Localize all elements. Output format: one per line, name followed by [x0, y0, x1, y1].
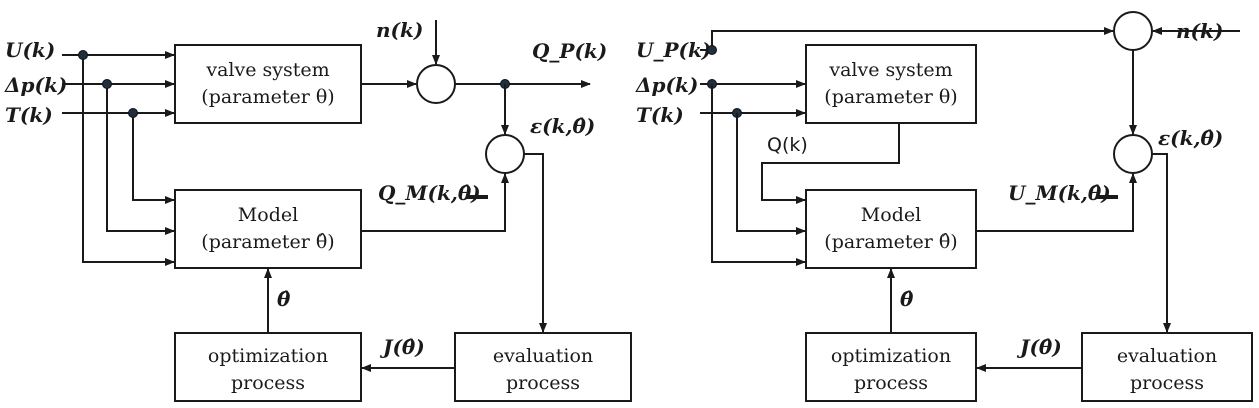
right-error-sum-junction: [1113, 134, 1153, 174]
right-dp-to-model: [711, 84, 806, 266]
right-noise-sum-junction: [1113, 11, 1153, 51]
right-evaluation-block: [1081, 332, 1253, 402]
left-error-label: ε(k,θ̂): [530, 114, 595, 138]
left-model-block-line2: (parameter θ̂): [201, 231, 334, 253]
right-flow-to-model: [761, 123, 900, 204]
right-optimization-line2: process: [854, 372, 928, 394]
left-model-block-line1: Model: [238, 204, 298, 226]
right-valve-block-line1: valve system: [828, 59, 952, 81]
left-diagram: valve system (parameter θ) Model (parame…: [4, 18, 632, 402]
right-input-t: T(k): [636, 103, 684, 127]
left-input-t: T(k): [5, 103, 53, 127]
left-evaluation-line2: process: [506, 372, 580, 394]
left-model-output-arrow: [361, 173, 509, 232]
left-evaluation-block: [454, 332, 632, 402]
right-model-output-arrow: [976, 173, 1137, 232]
left-error-to-evaluation-arrow: [524, 153, 547, 333]
right-up-junction-dot: [707, 45, 717, 55]
right-flow-label: Q(k): [767, 134, 808, 156]
left-valve-block-line2: (parameter θ): [201, 86, 334, 108]
right-model-block-line1: Model: [861, 204, 921, 226]
right-optimization-line1: optimization: [831, 345, 951, 367]
left-t-junction-dot: [128, 108, 138, 118]
left-optimization-line1: optimization: [208, 345, 328, 367]
right-input-dp: Δp(k): [635, 73, 698, 97]
left-cost-label: J(θ̂): [379, 335, 425, 359]
right-up-to-noise-junction: [711, 27, 1114, 50]
right-valve-system-block: [805, 44, 977, 124]
left-output-label: Q_P(k): [532, 39, 607, 63]
right-input-up: U_P(k): [636, 38, 711, 62]
right-theta-label: θ̂: [900, 287, 914, 311]
left-theta-label: θ̂: [277, 287, 291, 311]
left-valve-system-block: [174, 44, 362, 124]
right-evaluation-line1: evaluation: [1117, 345, 1217, 367]
left-evaluation-line1: evaluation: [493, 345, 593, 367]
right-model-output-label: U_M(k,θ̂): [1008, 181, 1111, 205]
left-optimization-block: [174, 332, 362, 402]
right-evaluation-line2: process: [1130, 372, 1204, 394]
right-model-block: [805, 189, 977, 269]
right-diagram: valve system (parameter θ) Model (parame…: [635, 11, 1253, 402]
right-noise-label: n(k): [1176, 19, 1223, 43]
right-error-label: ε(k,θ̂): [1158, 126, 1223, 150]
left-u-junction-dot: [78, 50, 88, 60]
right-model-block-line2: (parameter θ̂): [824, 231, 957, 253]
right-valve-block-line2: (parameter θ): [824, 86, 957, 108]
left-input-dp: Δp(k): [4, 73, 67, 97]
left-dp-junction-dot: [102, 79, 112, 89]
right-cost-label: J(θ̂): [1016, 335, 1062, 359]
left-dp-to-model: [106, 84, 175, 235]
left-model-block: [174, 189, 362, 269]
left-input-u: U(k): [5, 38, 55, 62]
left-t-to-model: [132, 113, 175, 204]
left-optimization-line2: process: [231, 372, 305, 394]
right-t-to-model: [736, 113, 806, 235]
left-noise-sum-junction: [416, 64, 456, 104]
right-optimization-block: [805, 332, 977, 402]
left-error-sum-junction: [485, 134, 525, 174]
left-noise-label: n(k): [376, 18, 423, 42]
right-error-to-evaluation-arrow: [1152, 153, 1171, 333]
left-u-to-model: [82, 55, 175, 266]
left-valve-block-line1: valve system: [205, 59, 329, 81]
left-model-output-label: Q_M(k,θ̂): [378, 181, 481, 205]
